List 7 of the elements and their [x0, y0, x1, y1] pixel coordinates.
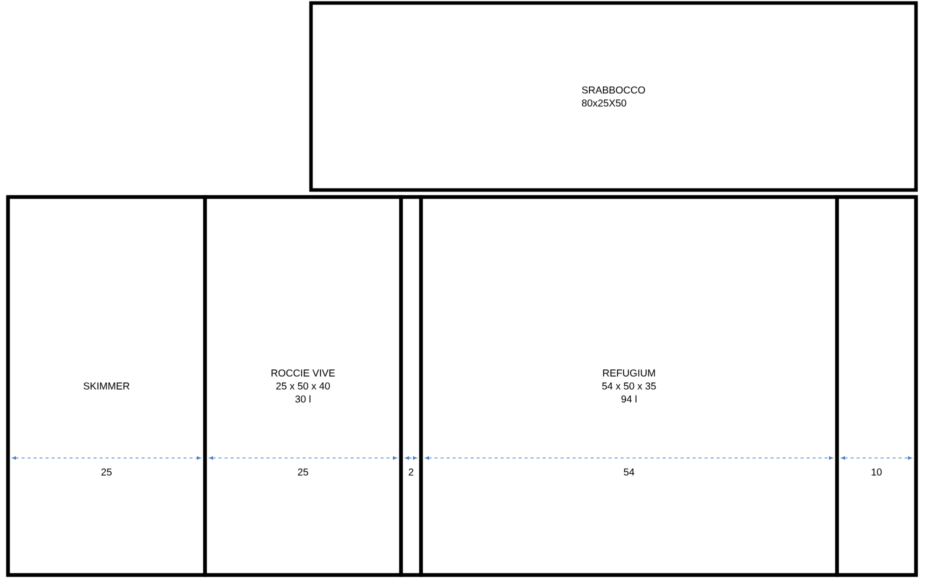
dimension-label: 2	[408, 468, 414, 476]
tank-box: SRABBOCCO 80x25X50	[309, 1, 918, 192]
compartment	[835, 195, 918, 577]
dimension-label: 25	[101, 468, 112, 476]
dimension-label: 54	[624, 468, 634, 476]
dimension-label: 25	[298, 468, 308, 476]
dimension-label: 10	[872, 468, 882, 476]
